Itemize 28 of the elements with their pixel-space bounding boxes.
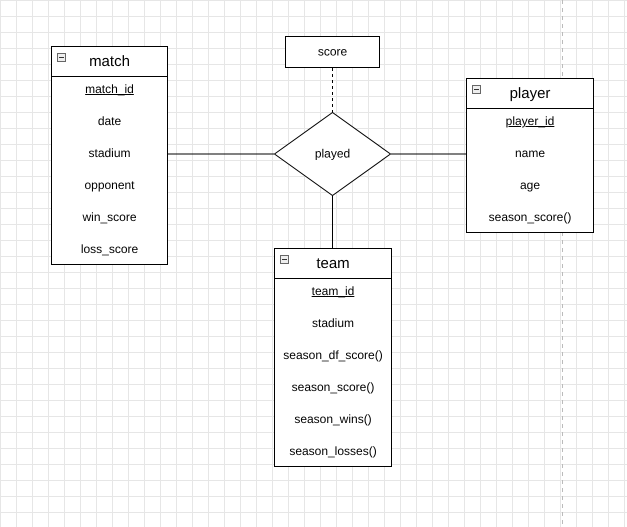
- relationship-name: played: [314, 146, 350, 162]
- attribute-text: win_score: [82, 210, 137, 225]
- attribute-text: date: [98, 114, 122, 129]
- dashed-connector: [332, 68, 333, 112]
- attribute-box: [285, 36, 380, 68]
- entity-table: [51, 46, 168, 265]
- attribute-text: stadium: [312, 316, 354, 331]
- attribute-text: season_losses(): [289, 444, 377, 459]
- attribute-text: season_df_score(): [283, 348, 383, 363]
- attribute-text: season_score(): [488, 210, 572, 225]
- relationship-diamond: [274, 112, 391, 196]
- attribute-text: loss_score: [80, 242, 138, 257]
- attribute-text: age: [520, 178, 540, 193]
- primary-key-attribute: player_id: [506, 114, 554, 129]
- attribute-text: season_score(): [292, 380, 374, 395]
- attribute-text: season_wins(): [294, 412, 372, 427]
- attribute-text: name: [514, 146, 546, 161]
- primary-key-attribute: team_id: [312, 284, 354, 299]
- connector-line: [332, 196, 333, 248]
- primary-key-attribute: match_id: [85, 82, 134, 97]
- entity-name: match: [89, 53, 130, 71]
- entity-name: team: [316, 255, 350, 273]
- attribute-text: stadium: [88, 146, 131, 161]
- entity-name: player: [510, 85, 550, 103]
- entity-table: [274, 248, 392, 467]
- attribute-text: opponent: [84, 178, 135, 193]
- entity-table: [466, 78, 594, 233]
- attribute-name: score: [318, 44, 348, 60]
